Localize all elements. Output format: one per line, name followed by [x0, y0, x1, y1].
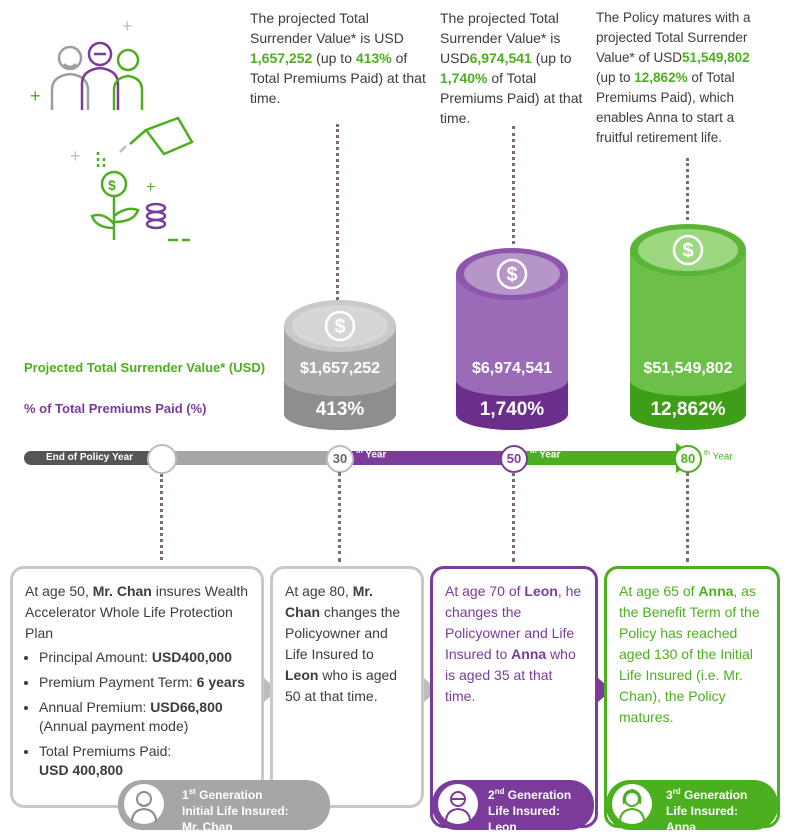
cylinder-50-pct: 1,740% [479, 399, 545, 420]
note-year-50: The projected Total Surrender Value* is … [440, 10, 583, 126]
timeline-node-start [147, 444, 177, 474]
connector-top-50 [512, 126, 515, 244]
bullet-term: Premium Payment Term: 6 years [39, 673, 251, 692]
cylinder-30-value: $1,657,252 [299, 360, 381, 377]
timeline-node-30: 30 [326, 445, 354, 473]
svg-text:$: $ [334, 316, 345, 338]
connector-bottom-50 [512, 472, 515, 562]
timeline-30-suffix: th Year [356, 448, 387, 461]
bullet-principal: Principal Amount: USD400,000 [39, 648, 251, 667]
generation-badge-1: 1st Generation Initial Life Insured: Mr.… [118, 780, 330, 834]
svg-text:+: + [122, 18, 133, 36]
family-icon: + + [30, 18, 144, 110]
timeline-node-50: 50 [500, 445, 528, 473]
box-change-to-leon: At age 80, Mr. Chan changes the Policyow… [270, 566, 424, 808]
connector-top-80 [686, 158, 689, 220]
note-year-30: The projected Total Surrender Value* is … [250, 10, 426, 106]
connector-bottom-start [160, 474, 163, 560]
generation-badge-3: 3rd Generation Life Insured: Anna [606, 780, 778, 834]
leon-avatar-icon [438, 784, 478, 824]
cylinder-50-value: $6,974,541 [471, 360, 553, 377]
surrender-value-label: Projected Total Surrender Value* (USD) [24, 360, 266, 375]
timeline-start-label: End of Policy Year [46, 452, 134, 463]
connector-bottom-30 [338, 472, 341, 562]
timeline-80-suffix: th Year [704, 450, 733, 463]
cylinder-year-80: $ [630, 224, 746, 430]
mr-chan-avatar-icon [124, 784, 164, 824]
timeline-50-suffix: th Year [530, 448, 561, 461]
watering-can-plant-icon: $ + + [70, 116, 194, 242]
box-initial-policy: At age 50, Mr. Chan insures Wealth Accel… [10, 566, 264, 808]
bullet-total: Total Premiums Paid:USD 400,800 [39, 742, 251, 780]
cylinder-year-50: $ [456, 248, 568, 430]
cylinder-80-value: $51,549,802 [643, 360, 733, 377]
timeline-node-80: 80 [674, 445, 702, 473]
cylinder-80-pct: 12,862% [650, 399, 726, 420]
connector-bottom-80 [686, 472, 689, 562]
cylinder-30-pct: 413% [315, 399, 365, 420]
generation-badge-2: 2nd Generation Life Insured: Leon [432, 780, 594, 834]
svg-text:+: + [30, 86, 41, 106]
svg-text:$: $ [108, 177, 116, 193]
cylinder-year-30: $ [284, 300, 396, 430]
svg-text:+: + [70, 146, 81, 166]
note-year-80: The Policy matures with a projected Tota… [596, 10, 751, 145]
bullet-annual: Annual Premium: USD66,800(Annual payment… [39, 698, 251, 736]
svg-text:$: $ [682, 240, 693, 262]
premiums-paid-label: % of Total Premiums Paid (%) [24, 401, 207, 416]
anna-avatar-icon [612, 784, 652, 824]
svg-text:$: $ [506, 264, 517, 286]
connector-top-30 [336, 124, 339, 300]
svg-text:+: + [146, 179, 155, 196]
